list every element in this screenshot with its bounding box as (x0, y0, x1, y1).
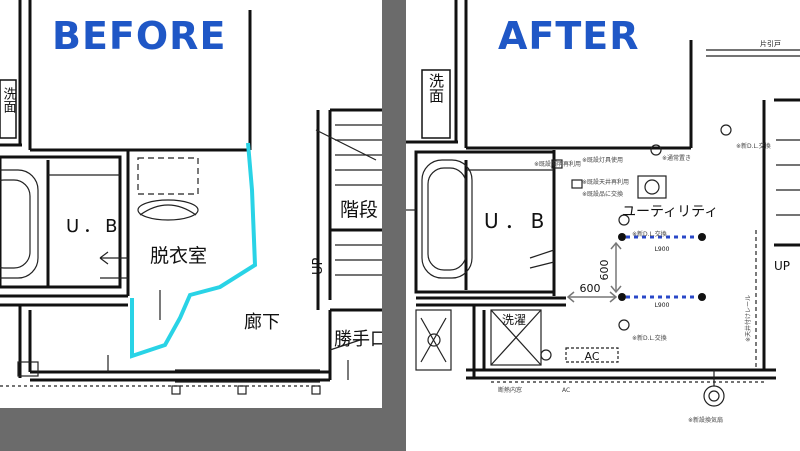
ac-label: AC (584, 350, 599, 363)
note-new-dl-3: ※新D.L.交換 (632, 334, 667, 342)
after-floorplan: 洗面 U．B ユーティリティ 洗濯 AC UP 600 600 L9 (406, 0, 800, 424)
before-washroom-label: 洗面 (1, 87, 17, 113)
rail-endpoint (698, 293, 706, 301)
note-existing-reuse: ※既設天井再利用 (582, 178, 629, 186)
before-stairs-label: 階段 (340, 199, 378, 221)
note-existing-replace: ※既設品に交換 (582, 190, 623, 198)
note-ceiling-replace: ※新設換気扇 (688, 416, 723, 424)
dimension-arrow-vertical (610, 241, 622, 294)
before-corridor-label: 廊下 (244, 312, 280, 333)
before-bottom-margin (0, 408, 406, 451)
note-new-dl-2: ※新D.L.交換 (632, 230, 667, 238)
before-floorplan: 洗面 U．B 脱衣室 階段 廊下 勝手口 UP (0, 0, 382, 395)
l900-top-label: L900 (655, 246, 670, 253)
l900-bottom-label: L900 (655, 302, 670, 309)
ac-small-label: AC (562, 387, 570, 394)
before-up-label: UP (311, 257, 326, 275)
laundry-label: 洗濯 (502, 313, 526, 327)
note-ceiling-rail: ※天井付けレール (744, 295, 752, 342)
dimension-arrow-horizontal (566, 291, 618, 303)
note-new-dl-1: ※新D.L.交換 (736, 142, 771, 150)
divider-gutter (382, 0, 406, 451)
rail-endpoint (698, 233, 706, 241)
after-title: AFTER (498, 14, 640, 58)
note-lighting: ※既設灯具使用 (582, 156, 623, 164)
dim-600-vertical: 600 (598, 260, 611, 281)
after-bath-label: U．B (484, 209, 550, 233)
rail-endpoint (618, 233, 626, 241)
after-up-label: UP (774, 259, 790, 273)
before-bath-label: U．B (66, 216, 122, 237)
note-outlet: ※通常置き (662, 154, 691, 162)
note-existing-fixture: ※既設照明再利用 (534, 160, 581, 168)
utility-label: ユーティリティ (622, 204, 718, 220)
insulation-label: 断熱内窓 (498, 386, 522, 394)
dim-600-horizontal: 600 (580, 282, 601, 295)
before-title: BEFORE (52, 14, 227, 58)
before-dressing-room-label: 脱衣室 (150, 245, 207, 267)
dressing-room-highlight-outline (130, 142, 258, 359)
sliding-door-label: 片引戸 (760, 39, 781, 48)
after-washroom-label: 洗面 (427, 73, 445, 103)
before-kitchen-entrance-label: 勝手口 (334, 329, 382, 350)
rail-endpoint (618, 293, 626, 301)
